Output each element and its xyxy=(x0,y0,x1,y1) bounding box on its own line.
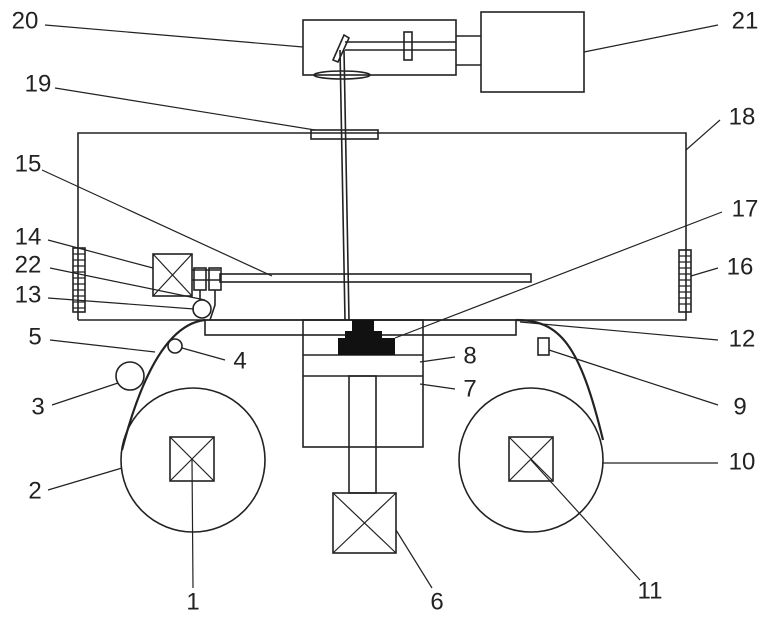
window xyxy=(311,130,378,139)
label-14: 14 xyxy=(15,223,42,250)
label-10: 10 xyxy=(729,448,756,475)
printed-part xyxy=(338,320,395,355)
beam-horizontal xyxy=(345,42,456,50)
label-1: 1 xyxy=(186,588,199,615)
label-2: 2 xyxy=(28,477,41,504)
label-8: 8 xyxy=(463,342,476,369)
label-6: 6 xyxy=(430,588,443,615)
beam-optic xyxy=(404,32,412,60)
label-21: 21 xyxy=(732,7,759,34)
mirror xyxy=(333,35,349,62)
label-16: 16 xyxy=(727,253,754,280)
rail xyxy=(220,274,531,282)
label-19: 19 xyxy=(25,70,52,97)
leader-lines xyxy=(42,25,722,588)
tension-roller xyxy=(116,362,144,390)
label-22: 22 xyxy=(15,251,42,278)
label-15: 15 xyxy=(15,150,42,177)
nozzle-a xyxy=(194,268,206,290)
sensor xyxy=(538,338,549,355)
label-11: 11 xyxy=(638,577,663,604)
takeup-motor xyxy=(509,437,553,481)
motor-box-14 xyxy=(153,254,192,296)
film-left xyxy=(122,320,205,450)
label-18: 18 xyxy=(729,103,756,130)
label-4: 4 xyxy=(233,347,246,374)
label-13: 13 xyxy=(15,281,42,308)
film-right xyxy=(516,320,603,440)
label-7: 7 xyxy=(463,375,476,402)
label-9: 9 xyxy=(733,393,746,420)
beam-vertical xyxy=(340,50,349,320)
chamber xyxy=(78,133,686,320)
label-17: 17 xyxy=(732,195,759,222)
shaft xyxy=(349,376,376,493)
connector xyxy=(456,36,481,65)
motor-box-6 xyxy=(333,493,396,553)
left-heater xyxy=(73,248,85,312)
label-3: 3 xyxy=(31,393,44,420)
laser-source-box xyxy=(481,12,584,92)
substrate xyxy=(303,355,423,376)
press-roller xyxy=(193,300,211,318)
label-5: 5 xyxy=(28,323,41,350)
label-20: 20 xyxy=(12,7,39,34)
laser-head-box xyxy=(303,20,456,75)
right-heater xyxy=(679,250,691,312)
label-12: 12 xyxy=(729,325,756,352)
